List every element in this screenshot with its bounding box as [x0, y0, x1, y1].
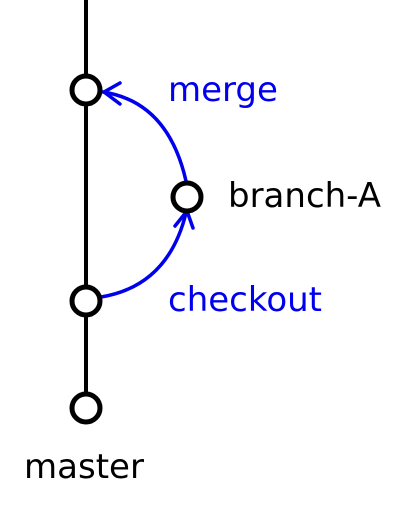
checkout-label: checkout — [168, 280, 322, 320]
master-label: master — [24, 447, 144, 487]
merge-label: merge — [168, 70, 278, 110]
master-initial-commit-node — [69, 391, 103, 425]
branch-a-commit-node — [170, 180, 204, 214]
master-checkout-commit-node — [69, 284, 103, 318]
checkout-arrow — [99, 211, 188, 299]
branch-a-label: branch-A — [228, 176, 381, 216]
merge-arrowhead — [102, 81, 122, 106]
merge-arrow — [101, 90, 188, 183]
master-merge-commit-node — [69, 73, 103, 107]
